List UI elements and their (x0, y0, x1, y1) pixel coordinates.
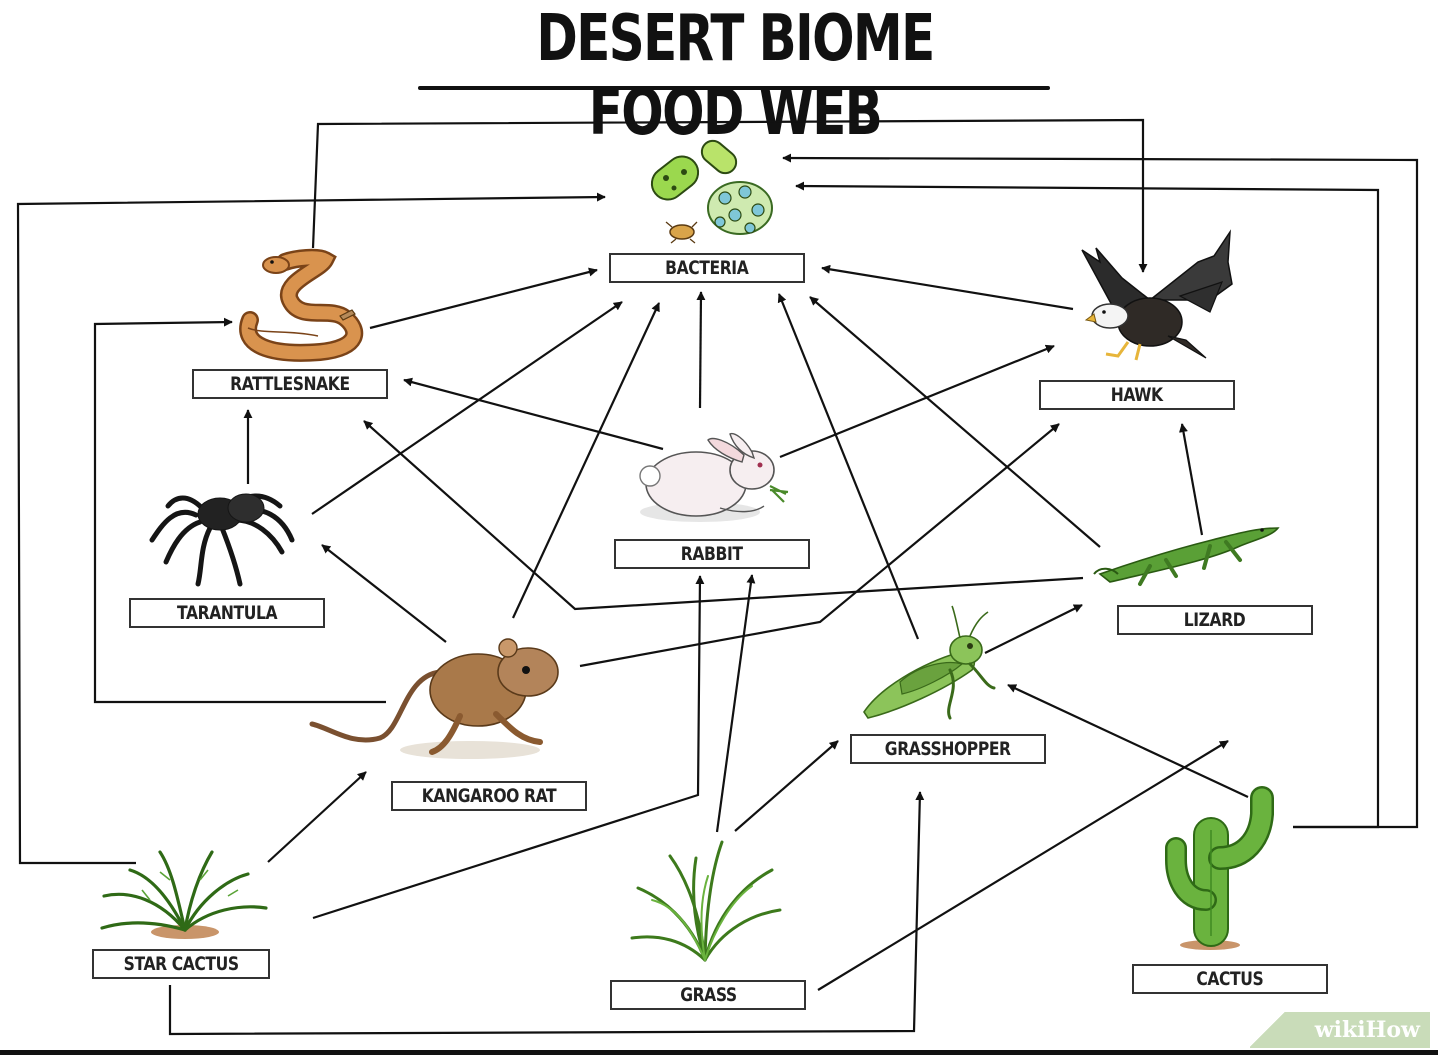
bottom-border (0, 1050, 1438, 1055)
cactus-icon (1165, 786, 1274, 950)
grasshopper-icon (863, 605, 996, 720)
arrow-kangaroo-rat-to-rattlesnake (93, 317, 386, 704)
node-label-rabbit: RABBIT (614, 539, 810, 569)
rabbit-icon (639, 432, 789, 522)
arrow-star-cactus-to-bacteria (16, 192, 606, 865)
hawk-icon (1081, 229, 1233, 361)
node-label-cactus: CACTUS (1132, 964, 1328, 994)
node-label-rattlesnake: RATTLESNAKE (192, 369, 388, 399)
arrows (16, 118, 1419, 1036)
node-label-star-cactus: STAR CACTUS (92, 949, 270, 979)
arrow-kangaroo-rat-to-hawk (579, 423, 1060, 668)
arrow-tarantula-to-bacteria (311, 301, 623, 515)
tarantula-icon (149, 493, 295, 587)
arrow-rabbit-to-hawk (779, 344, 1055, 459)
arrow-cactus-to-bacteria-inner (795, 181, 1380, 829)
title-underline (418, 86, 1050, 90)
grass-icon (630, 840, 782, 962)
bacteria-icon (650, 139, 773, 244)
arrow-grasshopper-to-bacteria (777, 293, 920, 640)
arrow-rabbit-to-rattlesnake (403, 377, 664, 451)
node-label-grasshopper: GRASSHOPPER (850, 734, 1046, 764)
arrow-grass-to-hawk (817, 740, 1229, 991)
node-label-grass: GRASS (610, 980, 806, 1010)
arrow-grass-to-rabbit (715, 574, 756, 833)
node-label-tarantula: TARANTULA (129, 598, 325, 628)
arrow-rabbit-to-bacteria (696, 291, 706, 409)
arrow-star-cactus-to-rabbit (312, 575, 705, 920)
arrow-hawk-to-bacteria (821, 264, 1074, 311)
arrow-star-cactus-to-kangaroo-rat (267, 771, 367, 863)
arrow-cactus-to-grasshopper (1007, 684, 1249, 798)
arrow-lizard-to-bacteria (809, 296, 1101, 548)
kangaroo-rat-icon (309, 638, 559, 759)
node-label-hawk: HAWK (1039, 380, 1235, 410)
star-cactus-icon (100, 850, 268, 939)
arrow-grasshopper-to-lizard (984, 604, 1083, 654)
arrow-rattlesnake-to-hawk (311, 118, 1148, 273)
arrow-star-cactus-to-grasshopper (168, 791, 925, 1036)
arrow-lizard-to-hawk (1179, 423, 1204, 536)
arrow-kangaroo-rat-to-bacteria (512, 302, 660, 619)
lizard-icon (1093, 527, 1280, 586)
brand-wiki-text: wiki (1314, 1017, 1366, 1043)
node-label-bacteria: BACTERIA (609, 253, 805, 283)
brand-how-text: How (1365, 1017, 1420, 1043)
rattlesnake-icon (239, 248, 364, 362)
arrow-rattlesnake-to-bacteria (369, 267, 598, 330)
node-label-lizard: LIZARD (1117, 605, 1313, 635)
node-label-kangaroo-rat: KANGAROO RAT (391, 781, 587, 811)
arrow-lizard-to-rattlesnake (363, 420, 1084, 611)
arrow-kangaroo-rat-to-tarantula (321, 544, 447, 643)
arrow-grass-to-grasshopper (734, 740, 839, 832)
